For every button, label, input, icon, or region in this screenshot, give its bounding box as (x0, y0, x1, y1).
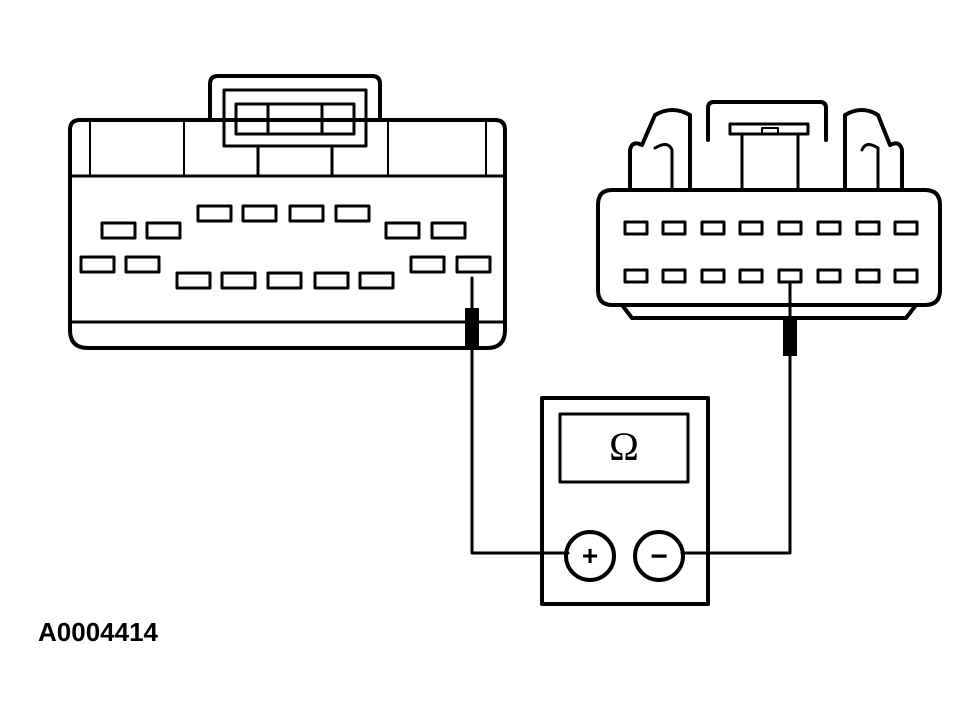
negative-terminal (633, 530, 685, 582)
pin-cavity (700, 220, 726, 236)
left-connector-pin-cavities (79, 204, 492, 290)
pin-cavity (855, 220, 881, 236)
pin-cavity (145, 221, 182, 240)
pin-cavity (893, 220, 919, 236)
pin-cavity (384, 221, 421, 240)
left-connector (68, 74, 507, 350)
pin-cavity (777, 268, 803, 284)
pin-cavity (313, 271, 350, 290)
pin-cavity (220, 271, 257, 290)
meter-body (540, 396, 710, 606)
figure-id-label: A0004414 (38, 617, 159, 647)
pin-cavity (738, 220, 764, 236)
positive-terminal-label: + (582, 540, 598, 571)
pin-cavity (855, 268, 881, 284)
pin-cavity (816, 268, 842, 284)
pin-cavity (430, 221, 467, 240)
pin-cavity (266, 271, 303, 290)
pin-cavity (124, 255, 161, 274)
pin-cavity (358, 271, 395, 290)
meter-display (558, 412, 690, 484)
pin-cavity (241, 204, 278, 223)
pin-cavity (409, 255, 446, 274)
pin-cavity (893, 268, 919, 284)
right-connector-pin-cavities (623, 220, 919, 284)
positive-test-lead (465, 276, 570, 555)
negative-test-lead (680, 280, 797, 555)
pin-cavity (334, 204, 371, 223)
ohm-symbol: Ω (609, 424, 639, 469)
pin-cavity (623, 220, 649, 236)
pin-cavity (816, 220, 842, 236)
pin-cavity (777, 220, 803, 236)
pin-cavity (79, 255, 116, 274)
ohmmeter: Ω + − (540, 396, 710, 606)
pin-cavity (738, 268, 764, 284)
positive-probe-tip (465, 308, 479, 346)
positive-terminal (564, 530, 616, 582)
pin-cavity (196, 204, 233, 223)
pin-cavity (455, 255, 492, 274)
pin-cavity (175, 271, 212, 290)
negative-probe-tip (783, 318, 797, 356)
pin-cavity (661, 268, 687, 284)
pin-cavity (100, 221, 137, 240)
right-connector (596, 100, 942, 320)
negative-terminal-label: − (650, 540, 668, 573)
pin-cavity (661, 220, 687, 236)
pin-cavity (288, 204, 325, 223)
pin-cavity (700, 268, 726, 284)
pin-cavity (623, 268, 649, 284)
